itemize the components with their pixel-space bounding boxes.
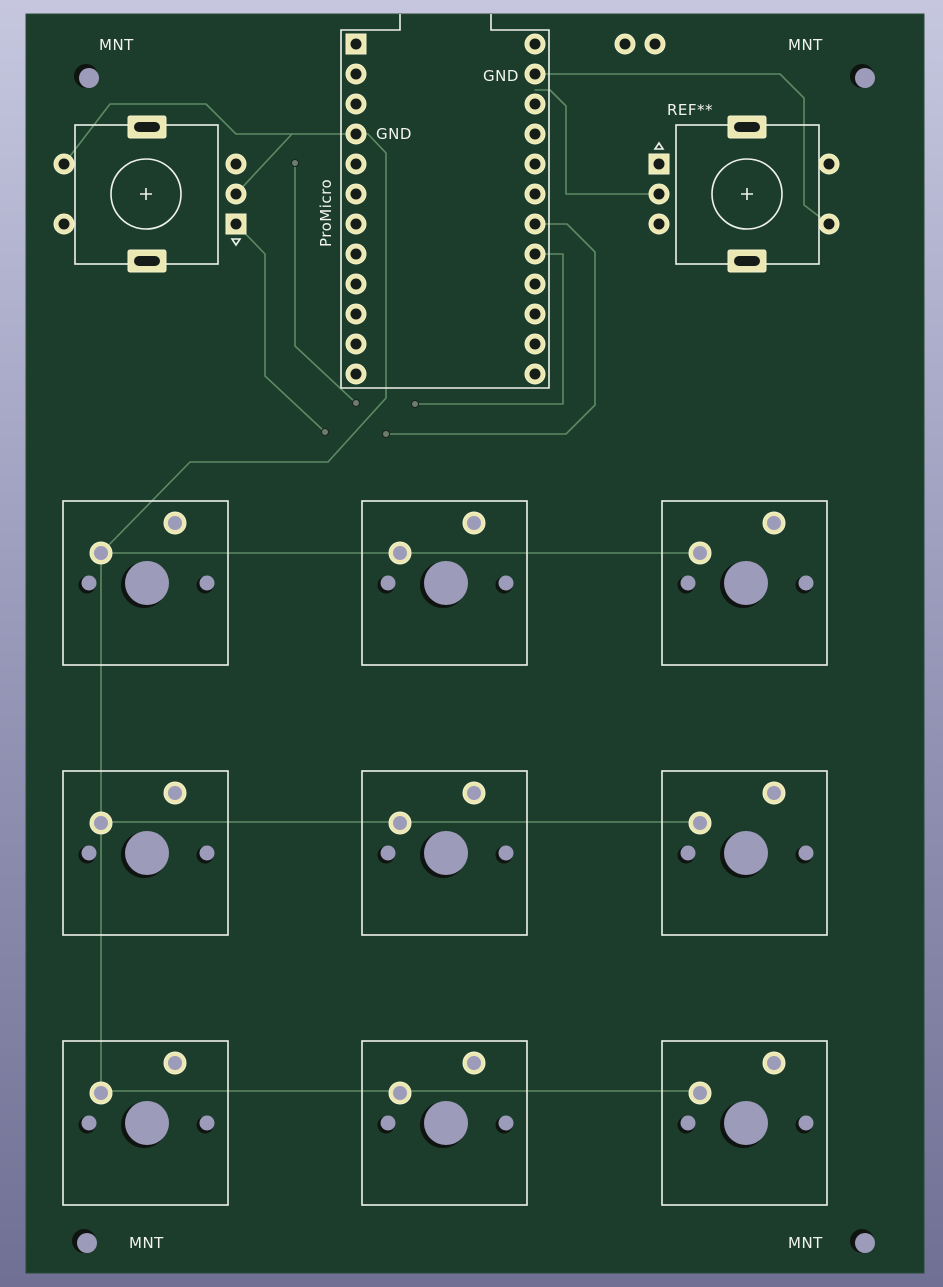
via [382, 430, 390, 438]
key-switch[interactable] [62, 1040, 229, 1206]
via [321, 428, 329, 436]
mount-label-bottom-left: MNT [129, 1234, 164, 1252]
mount-hole-bottom-left [72, 1229, 97, 1253]
trace-encoder-left-a [63, 103, 387, 554]
encoder-left[interactable] [53, 115, 247, 273]
pcb-board [25, 13, 925, 1274]
mount-label-top-right: MNT [788, 36, 823, 54]
top-pads [614, 33, 666, 55]
gnd-label-right: GND [483, 67, 519, 85]
mount-hole-bottom-right [850, 1229, 875, 1253]
key-switch[interactable] [361, 1040, 528, 1206]
promicro-label: ProMicro [317, 179, 335, 247]
gnd-label-left: GND [376, 125, 412, 143]
key-switch[interactable] [62, 770, 229, 936]
promicro-right-pins [524, 33, 546, 385]
via [411, 400, 419, 408]
vias [291, 159, 419, 438]
via [291, 159, 299, 167]
key-switch[interactable] [661, 770, 828, 936]
promicro-left-pins [345, 33, 367, 385]
mount-hole-top-left [74, 64, 99, 88]
key-switch[interactable] [62, 500, 229, 666]
key-switch[interactable] [361, 500, 528, 666]
mount-label-bottom-right: MNT [788, 1234, 823, 1252]
encoder-right[interactable]: REF** [648, 101, 840, 273]
trace-promicro-encoder-right [534, 89, 660, 195]
via [352, 399, 360, 407]
mount-hole-top-right [850, 64, 875, 88]
key-switch[interactable] [361, 770, 528, 936]
key-switch[interactable] [661, 500, 828, 666]
promicro-outline [340, 14, 550, 389]
encoder-ref-label: REF** [667, 101, 713, 119]
trace-encoder-left-c [235, 223, 326, 433]
trace-encoder-left-b [235, 133, 293, 195]
trace-promicro-right-a [385, 223, 596, 435]
promicro-footprint[interactable]: ProMicro GND GND [317, 14, 550, 389]
mount-label-top-left: MNT [99, 36, 134, 54]
key-switch-grid [62, 500, 828, 1206]
trace-promicro-gnd-encoder [534, 73, 830, 225]
key-switch[interactable] [661, 1040, 828, 1206]
trace-via-drop [294, 162, 357, 404]
